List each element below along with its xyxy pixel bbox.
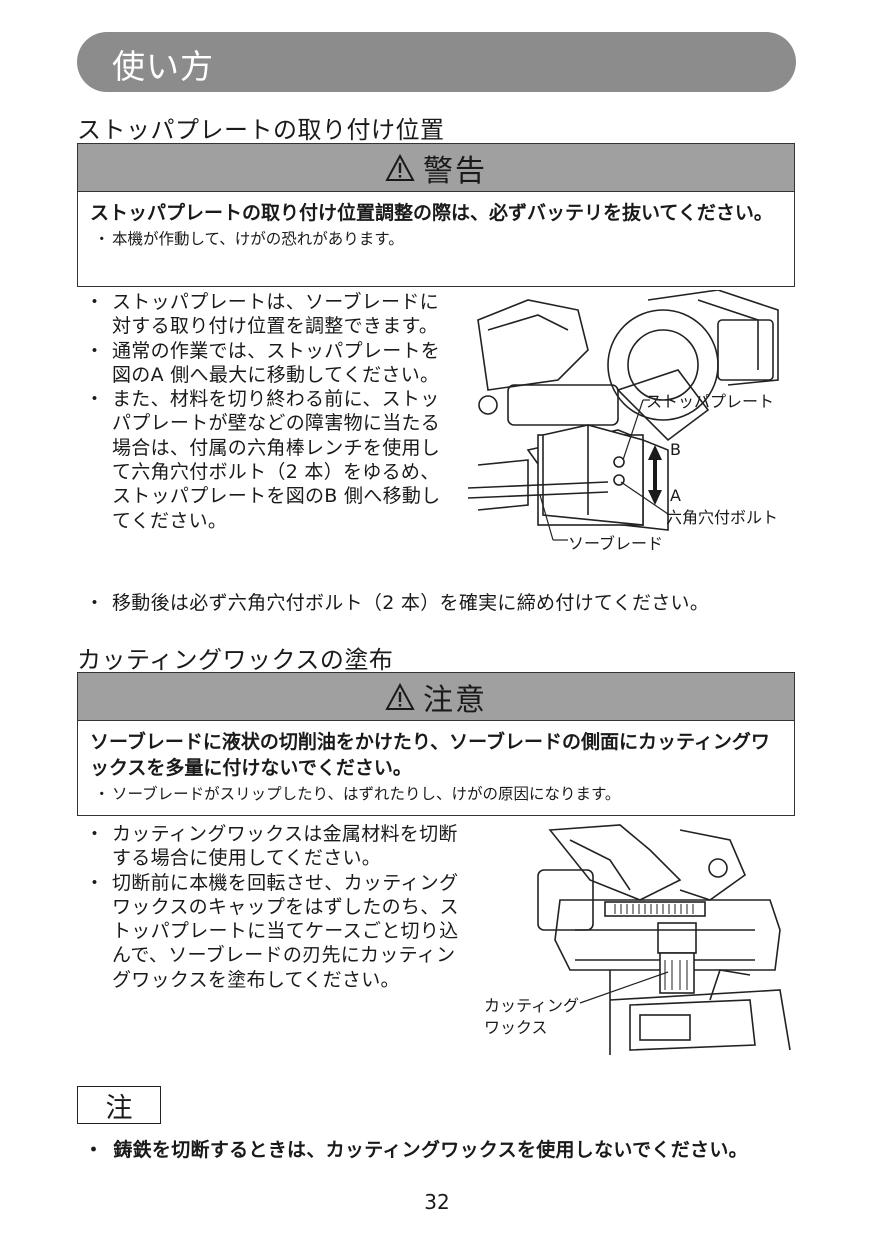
list-item: ・移動後は必ず六角穴付ボルト（2 本）を確実に締め付けてください。 [85,592,710,614]
stopper-bullet-list: ・ストッパプレートは、ソーブレードに対する取り付け位置を調整できます。 ・通常の… [77,290,457,533]
caution-header: 注意 [78,673,794,721]
list-item: ・切断前に本機を回転させ、カッティングワックスのキャップをはずしたのち、ストッパ… [85,871,459,991]
warning-triangle-icon [385,153,415,181]
label-stopper-plate: ストッパプレート [646,392,775,411]
label-cutting-wax-line1: カッティング [484,996,580,1015]
header-bar [77,32,796,92]
stopper-final-bullet: ・移動後は必ず六角穴付ボルト（2 本）を確実に締め付けてください。 [77,591,797,615]
note-label-box: 注 [77,1086,161,1124]
caution-sub-text: ・ ソーブレードがスリップしたり、はずれたりし、けがの原因になります。 [94,785,621,803]
warning-header: 警告 [78,144,794,192]
page-title: 使い方 [112,47,214,86]
label-hex-bolt: 六角穴付ボルト [666,508,779,527]
warning-sub-text: ・ 本機が作動して、けがの恐れがあります。 [94,230,404,248]
warning-label: 警告 [423,153,487,189]
page-number: 32 [424,1190,450,1214]
caution-box: 注意 ソーブレードに液状の切削油をかけたり、ソーブレードの側面にカッティングワッ… [77,672,795,816]
warning-strong-text: ストッパプレートの取り付け位置調整の際は、必ずバッテリを抜いてください。 [90,202,773,224]
wax-bullet-list: ・カッティングワックスは金属材料を切断する場合に使用してください。 ・切断前に本… [77,822,467,992]
label-b: B [670,440,681,459]
section-title-wax: カッティングワックスの塗布 [77,646,394,674]
list-item: ・ストッパプレートは、ソーブレードに対する取り付け位置を調整できます。 [85,291,439,338]
note-text: ・鋳鉄を切断するときは、カッティングワックスを使用しないでください。 [84,1139,748,1161]
caution-triangle-icon [385,682,415,710]
caution-strong-text: ソーブレードに液状の切削油をかけたり、ソーブレードの側面にカッティングワックスを… [90,731,770,779]
caution-label: 注意 [423,682,487,718]
cutting-wax-illustration [537,824,791,1055]
list-item: ・また、材料を切り終わる前に、ストッパプレートが壁などの障害物に当たる場合は、付… [85,388,441,532]
warning-box: 警告 ストッパプレートの取り付け位置調整の際は、必ずバッテリを抜いてください。 … [77,143,795,287]
saw-stopper-illustration [467,289,779,541]
cutting-wax-figure: カッティング ワックス [480,820,795,1060]
list-item: ・カッティングワックスは金属材料を切断する場合に使用してください。 [85,823,458,870]
section-title-stopper: ストッパプレートの取り付け位置 [77,116,445,144]
label-saw-blade: ソーブレード [568,534,664,553]
stopper-plate-figure: ストッパプレート B A 六角穴付ボルト ソーブレード [467,289,793,560]
label-a: A [670,486,681,505]
list-item: ・通常の作業では、ストッパプレートを図のA 側へ最大に移動してください。 [85,339,441,386]
label-cutting-wax-line2: ワックス [484,1018,548,1037]
